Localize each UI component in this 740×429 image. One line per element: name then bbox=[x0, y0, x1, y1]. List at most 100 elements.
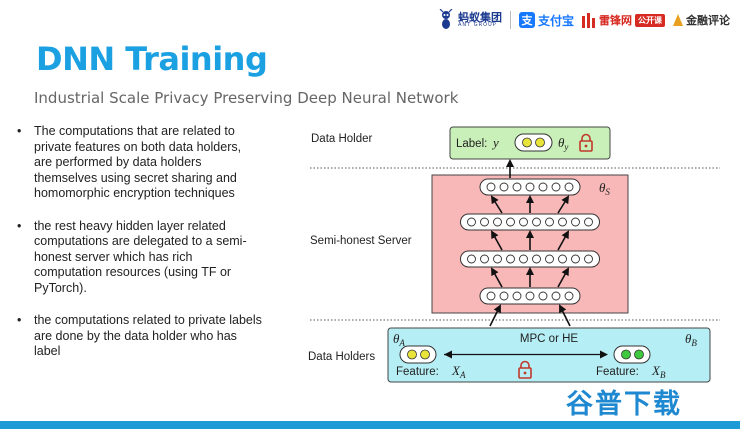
label-node-group bbox=[514, 133, 553, 152]
neuron bbox=[538, 291, 548, 301]
ant-group-sub: ANT GROUP bbox=[457, 22, 497, 28]
neuron bbox=[545, 217, 554, 227]
alipay-name: 支付宝 bbox=[537, 13, 574, 28]
neuron bbox=[571, 254, 580, 264]
neuron bbox=[584, 254, 593, 264]
neuron bbox=[558, 217, 567, 227]
slide-title: DNN Training bbox=[36, 40, 268, 78]
feature-a-sub: A bbox=[459, 370, 466, 380]
svg-text:θB: θB bbox=[685, 331, 697, 348]
lock-icon bbox=[518, 360, 532, 379]
label-node bbox=[535, 137, 545, 148]
jinrong-logo: 金融评论 bbox=[673, 12, 730, 28]
feature-b-var: X bbox=[651, 363, 661, 378]
theta-b: θ bbox=[685, 331, 692, 346]
neuron bbox=[480, 254, 489, 264]
layer-arrow bbox=[557, 195, 570, 214]
neuron bbox=[525, 291, 535, 301]
data-holder-label: Data Holder bbox=[311, 133, 373, 145]
neuron bbox=[486, 182, 496, 192]
neuron bbox=[519, 254, 528, 264]
feature-a-text: Feature: bbox=[396, 366, 439, 378]
label-text: Label: bbox=[456, 138, 487, 150]
layer-arrow bbox=[557, 230, 569, 251]
lock-icon bbox=[579, 133, 593, 152]
architecture-diagram: Data Holder Semi-honest Server Data Hold… bbox=[308, 126, 720, 383]
mpc-label: MPC or HE bbox=[520, 333, 578, 345]
jinrong-icon bbox=[673, 14, 683, 26]
jinrong-name: 金融评论 bbox=[686, 14, 730, 27]
neuron bbox=[499, 291, 509, 301]
neuron bbox=[467, 254, 476, 264]
neuron bbox=[564, 182, 574, 192]
ant-icon bbox=[439, 9, 453, 29]
neuron bbox=[493, 217, 502, 227]
server-theta: θ bbox=[599, 180, 606, 195]
neuron bbox=[545, 254, 554, 264]
layer-arrow bbox=[491, 267, 503, 288]
label-var: y bbox=[491, 135, 499, 150]
neuron bbox=[480, 217, 489, 227]
theta-a-sub: A bbox=[398, 338, 405, 348]
slide-subtitle: Industrial Scale Privacy Preserving Deep… bbox=[34, 89, 459, 107]
neuron bbox=[486, 291, 496, 301]
layer-arrow bbox=[490, 195, 503, 214]
neuron bbox=[532, 217, 541, 227]
neuron bbox=[564, 291, 574, 301]
alipay-logo: 支 支付宝 bbox=[518, 12, 574, 29]
neuron bbox=[558, 254, 567, 264]
neuron bbox=[551, 291, 561, 301]
neuron bbox=[519, 217, 528, 227]
mpc-arrow-head-left bbox=[444, 350, 452, 359]
feature-b-node-group bbox=[613, 345, 651, 364]
alipay-icon: 支 bbox=[518, 12, 535, 28]
input-arrow bbox=[559, 304, 571, 327]
neuron bbox=[499, 182, 509, 192]
leiphone-tag: 公开课 bbox=[635, 13, 665, 27]
svg-text:XB: XB bbox=[651, 363, 666, 380]
bullet-item: the computations related to private labe… bbox=[17, 313, 262, 360]
neuron bbox=[551, 182, 561, 192]
feature-a-node-group bbox=[399, 345, 437, 364]
bullet-list: The computations that are related to pri… bbox=[17, 124, 262, 377]
neuron bbox=[538, 182, 548, 192]
layer-arrow bbox=[557, 267, 569, 288]
label-theta: θ bbox=[558, 135, 565, 150]
data-holders-label: Data Holders bbox=[308, 351, 375, 363]
theta-b-sub: B bbox=[691, 338, 697, 348]
feature-b-node bbox=[634, 349, 644, 360]
neuron bbox=[506, 217, 515, 227]
neuron bbox=[532, 254, 541, 264]
label-theta-sub: y bbox=[563, 142, 568, 152]
neuron bbox=[467, 217, 476, 227]
server-theta-sub: S bbox=[605, 187, 610, 197]
bullet-item: The computations that are related to pri… bbox=[17, 124, 262, 202]
logo-divider bbox=[509, 11, 511, 29]
label-node bbox=[522, 137, 532, 148]
server-label: Semi-honest Server bbox=[310, 235, 412, 247]
svg-text:Feature:: Feature: bbox=[396, 366, 439, 378]
neuron bbox=[584, 217, 593, 227]
leiphone-name: 雷锋网 bbox=[599, 14, 632, 27]
neuron bbox=[506, 254, 515, 264]
feature-a-var: X bbox=[451, 363, 461, 378]
neuron bbox=[571, 217, 580, 227]
input-arrow bbox=[489, 304, 501, 327]
leiphone-logo: 雷锋网 公开课 bbox=[582, 12, 665, 28]
neuron bbox=[512, 291, 522, 301]
feature-b-node bbox=[621, 349, 631, 360]
watermark: 谷普下载 bbox=[566, 389, 682, 420]
feature-b-sub: B bbox=[660, 370, 666, 380]
feature-a-node bbox=[420, 349, 430, 360]
feature-a-node bbox=[407, 349, 417, 360]
ant-group-name: 蚂蚁集团 bbox=[457, 11, 502, 24]
hidden-layers bbox=[460, 159, 600, 327]
svg-text:Feature:: Feature: bbox=[596, 366, 639, 378]
leiphone-icon bbox=[582, 13, 595, 28]
feature-b-text: Feature: bbox=[596, 366, 639, 378]
svg-text:θA: θA bbox=[393, 331, 405, 348]
neuron bbox=[512, 182, 522, 192]
bottom-bar bbox=[0, 421, 740, 429]
